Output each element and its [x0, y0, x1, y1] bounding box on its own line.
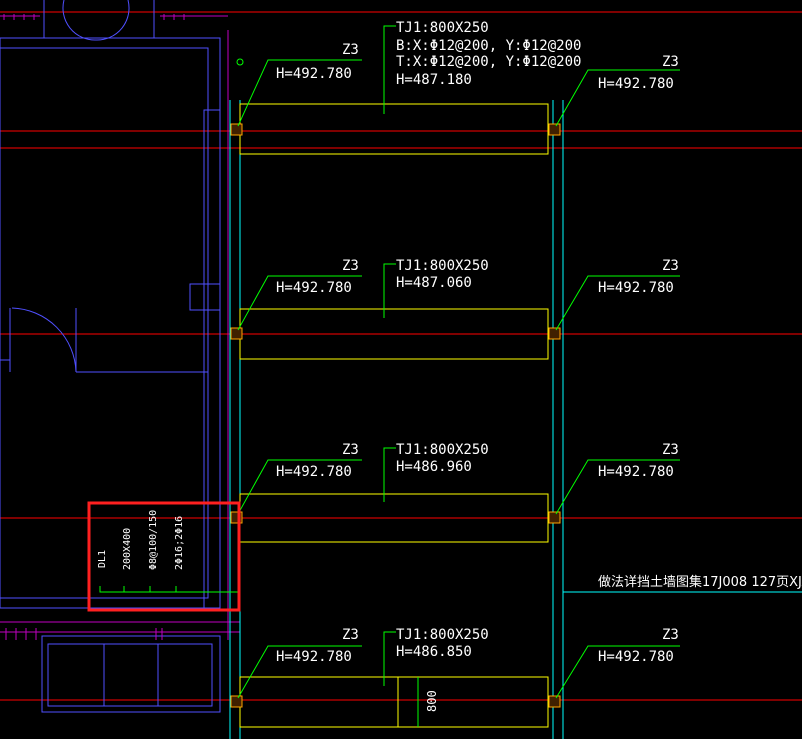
building-walls	[0, 0, 221, 713]
tj4-elev: H=486.850	[396, 644, 472, 660]
column-z3	[548, 695, 561, 708]
selection-highlight[interactable]	[87, 501, 241, 612]
col-code-label: Z3	[342, 258, 359, 274]
col-code-label: Z3	[342, 42, 359, 58]
col-elev-label: H=492.780	[276, 649, 352, 665]
column-z3	[230, 327, 243, 340]
wall-hatch	[3, 14, 185, 640]
col-code-label: Z3	[662, 258, 679, 274]
col-elev-label: H=492.780	[598, 76, 674, 92]
tj3-name: TJ1:800X250	[396, 442, 489, 458]
strip-foundations	[239, 103, 549, 728]
col-code-label: Z3	[342, 442, 359, 458]
tj1-elev: H=487.180	[396, 72, 472, 88]
annotations: Z3 H=492.780 Z3 H=492.780 TJ1:800X250 B:…	[276, 20, 802, 712]
dl1-name: DL1	[97, 550, 108, 568]
column-z3	[230, 695, 243, 708]
column-z3	[548, 327, 561, 340]
col-code-label: Z3	[342, 627, 359, 643]
tj1-name: TJ1:800X250	[396, 20, 489, 36]
retaining-wall-note: 做法详挡土墙图集17J008 127页XJA	[598, 574, 802, 590]
column-z3	[548, 123, 561, 136]
col-elev-label: H=492.780	[276, 464, 352, 480]
tj4-name: TJ1:800X250	[396, 627, 489, 643]
col-code-label: Z3	[662, 442, 679, 458]
tj2-name: TJ1:800X250	[396, 258, 489, 274]
col-elev-label: H=492.780	[598, 280, 674, 296]
outer-wall-magenta	[0, 15, 240, 640]
col-code-label: Z3	[662, 54, 679, 70]
tj3-elev: H=486.960	[396, 459, 472, 475]
tj2-elev: H=487.060	[396, 275, 472, 291]
column-z3	[230, 511, 243, 524]
col-code-label: Z3	[662, 627, 679, 643]
dl1-rebar: 2Φ16;2Φ16	[174, 516, 185, 570]
beam-dl1-labels: DL1 200X400 Φ8@100/150 2Φ16;2Φ16	[97, 510, 185, 570]
col-elev-label: H=492.780	[598, 649, 674, 665]
col-elev-label: H=492.780	[276, 280, 352, 296]
axis-lines	[0, 11, 802, 701]
col-elev-label: H=492.780	[598, 464, 674, 480]
dl1-size: 200X400	[122, 528, 133, 570]
dl1-stirrup: Φ8@100/150	[148, 510, 159, 570]
column-z3	[230, 123, 243, 136]
columns	[230, 123, 561, 708]
tj1-bottom-rebar: B:X:Φ12@200, Y:Φ12@200	[396, 38, 581, 54]
retaining-wall	[229, 100, 802, 739]
dimension-label: 800	[425, 690, 439, 712]
col-elev-label: H=492.780	[276, 66, 352, 82]
column-z3	[548, 511, 561, 524]
tj1-top-rebar: T:X:Φ12@200, Y:Φ12@200	[396, 54, 581, 70]
leader-lines	[99, 25, 680, 699]
